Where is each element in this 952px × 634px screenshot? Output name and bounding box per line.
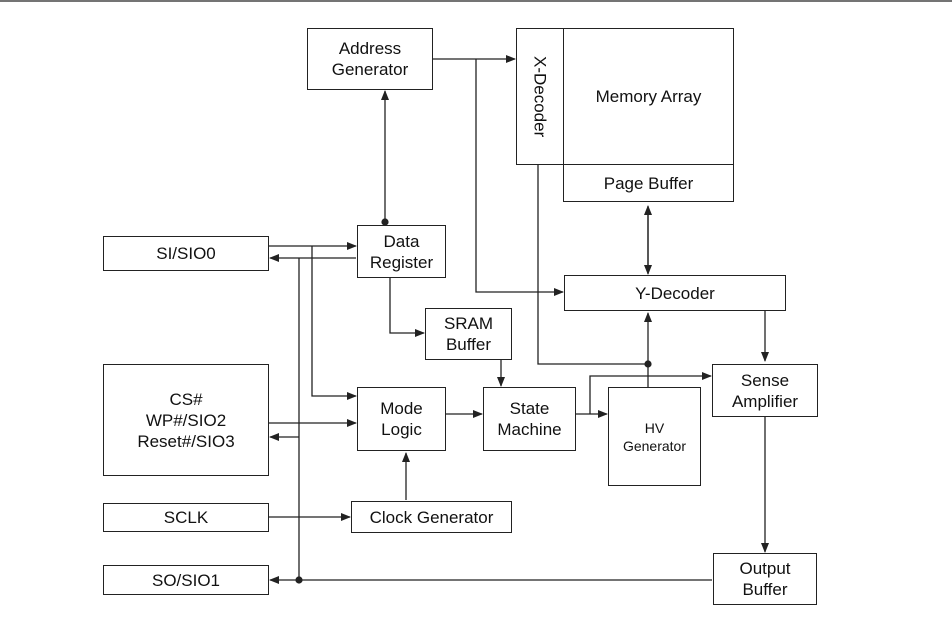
block-label: Machine [497, 420, 562, 439]
block-label: SO/SIO1 [151, 570, 221, 590]
block-label: Generator [622, 437, 687, 454]
wire-addr-to-ydecoder [475, 59, 564, 296]
page-buffer-block: Page Buffer [563, 164, 734, 202]
memory-array-block: Memory Array [563, 28, 734, 165]
block-label: SRAM [443, 314, 494, 333]
output-buffer-block: Output Buffer [713, 553, 817, 605]
x-decoder-block: X-Decoder [516, 28, 564, 165]
y-decoder-block: Y-Decoder [564, 275, 786, 311]
clock-generator-block: Clock Generator [351, 501, 512, 533]
block-label: Data [383, 231, 420, 251]
block-label: WP#/SIO2 [145, 410, 227, 430]
block-label: Buffer [445, 335, 492, 354]
si-sio0-pin: SI/SIO0 [103, 236, 269, 271]
block-label: Generator [331, 60, 409, 79]
block-label: Buffer [742, 580, 788, 599]
mode-logic-block: Mode Logic [357, 387, 446, 451]
junction-dot [644, 360, 652, 368]
block-label: State [509, 399, 550, 418]
hv-generator-block: HV Generator [608, 387, 701, 486]
wire-si-to-modelogic [311, 246, 357, 400]
block-label: Memory Array [595, 87, 702, 106]
block-label: Page Buffer [603, 173, 694, 193]
block-label: Y-Decoder [635, 283, 715, 303]
junction-dot [381, 218, 389, 226]
block-label: Register [369, 252, 434, 272]
wire-xdec-to-hv [537, 165, 648, 365]
block-label: X-Decoder [530, 55, 550, 138]
wire-datareg-to-sram [389, 278, 425, 337]
data-register-block: Data Register [357, 225, 446, 278]
block-label: Address [338, 39, 402, 58]
sense-amplifier-block: Sense Amplifier [712, 364, 818, 417]
sram-buffer-block: SRAM Buffer [425, 308, 512, 360]
block-label: Reset#/SIO3 [137, 431, 235, 451]
control-pins-block: CS# WP#/SIO2 Reset#/SIO3 [103, 364, 269, 476]
state-machine-block: State Machine [483, 387, 576, 451]
junction-dot [295, 576, 303, 584]
block-label: Amplifier [731, 391, 799, 411]
wire-state-to-sense [589, 372, 712, 414]
address-generator-block: Address Generator [307, 28, 433, 90]
block-label: CS# [169, 389, 203, 409]
sclk-pin: SCLK [103, 503, 269, 532]
block-label: Logic [381, 420, 422, 439]
block-label: Mode [380, 399, 423, 418]
block-label: SI/SIO0 [156, 244, 216, 263]
block-label: Sense [740, 370, 790, 390]
block-label: Output [739, 559, 791, 578]
block-label: Clock Generator [369, 507, 494, 527]
block-label: HV [644, 419, 665, 436]
so-sio1-pin: SO/SIO1 [103, 565, 269, 595]
block-label: SCLK [163, 508, 209, 527]
